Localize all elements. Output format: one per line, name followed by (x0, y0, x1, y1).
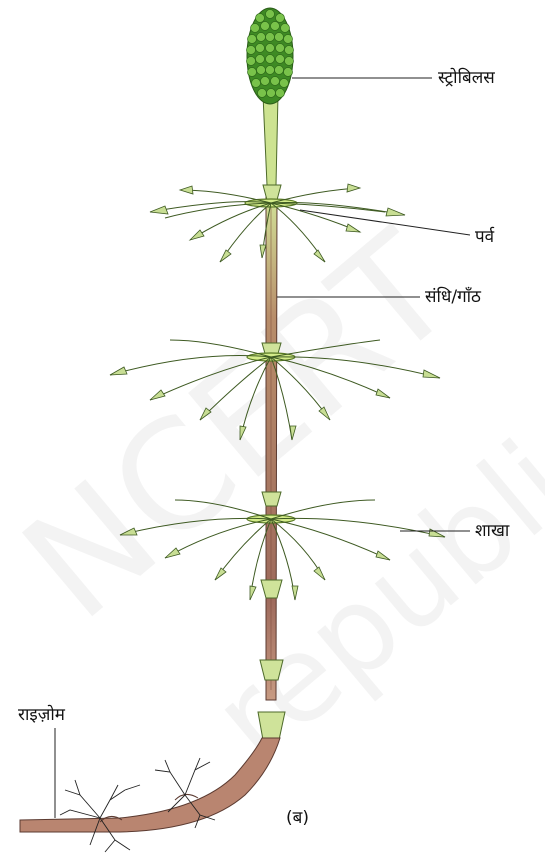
rhizome (20, 738, 280, 832)
label-shakha: शाखा (475, 521, 509, 541)
label-rhizome: राइज़ोम (18, 705, 65, 725)
figure-caption: (ब) (286, 808, 309, 828)
label-strobilus: स्ट्रोबिलस (438, 68, 495, 88)
strobilus-stalk (263, 95, 278, 185)
branch-whorl-3 (120, 500, 445, 600)
label-sandhi: संधि/गाँठ (425, 287, 481, 307)
label-parva: पर्व (475, 227, 494, 247)
strobilus-cone (247, 8, 294, 104)
leader-lines (55, 78, 470, 818)
